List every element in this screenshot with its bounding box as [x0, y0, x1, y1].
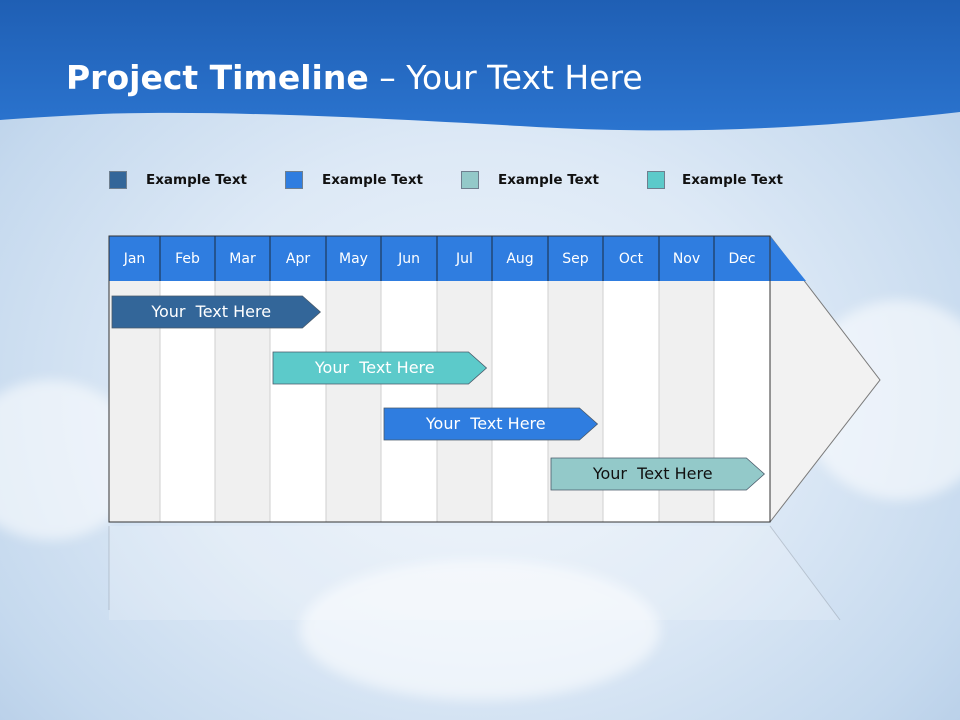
- cloud-bottom: [300, 560, 660, 700]
- month-column: [326, 281, 381, 522]
- task-label: Your Text Here: [425, 414, 546, 433]
- month-column: [381, 281, 437, 522]
- legend-swatch: [285, 171, 303, 189]
- legend-swatch: [647, 171, 665, 189]
- task-bar: [383, 407, 599, 441]
- month-label-may: May: [339, 251, 368, 267]
- legend-label: Example Text: [682, 172, 783, 188]
- legend-swatch: [109, 171, 127, 189]
- month-label-nov: Nov: [672, 251, 701, 267]
- title-bold: Project Timeline: [66, 58, 369, 97]
- month-label-sep: Sep: [562, 251, 589, 267]
- month-column: [492, 281, 548, 522]
- month-column: [437, 281, 492, 522]
- timeline-border: [108, 235, 771, 523]
- legend-label: Example Text: [146, 172, 247, 188]
- task-bar: [550, 457, 766, 491]
- task-bar: [111, 295, 322, 329]
- month-label-jul: Jul: [456, 251, 473, 267]
- task-label: Your Text Here: [592, 464, 713, 483]
- task-label: Your Text Here: [314, 358, 435, 377]
- legend-label: Example Text: [322, 172, 423, 188]
- month-label-dec: Dec: [728, 251, 756, 267]
- month-label-feb: Feb: [175, 251, 200, 267]
- month-label-apr: Apr: [285, 251, 311, 267]
- reflection-line: [769, 525, 841, 621]
- header-banner: [0, 0, 960, 131]
- title-rest: – Your Text Here: [368, 58, 643, 97]
- task-label: Your Text Here: [151, 302, 272, 321]
- month-label-jan: Jan: [123, 251, 146, 267]
- task-bar: [272, 351, 488, 385]
- month-label-jun: Jun: [398, 251, 420, 267]
- month-label-mar: Mar: [229, 251, 256, 267]
- timeline-reflection: [109, 526, 840, 620]
- month-header-band: [109, 236, 806, 281]
- legend-swatch: [461, 171, 479, 189]
- month-label-oct: Oct: [618, 251, 644, 267]
- legend-label: Example Text: [498, 172, 599, 188]
- slide-title: Project Timeline – Your Text Here: [66, 58, 643, 97]
- month-label-aug: Aug: [506, 251, 534, 267]
